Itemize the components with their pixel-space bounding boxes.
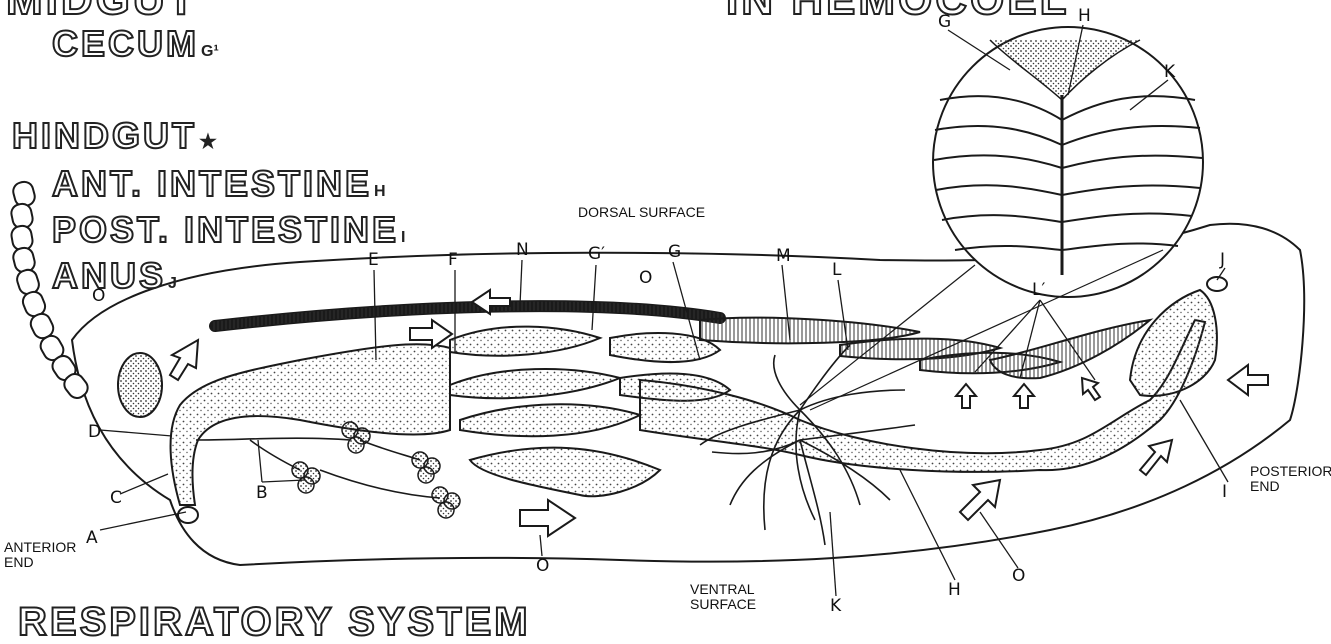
- label-C: C: [110, 490, 122, 507]
- label-O-bottom: O: [536, 558, 549, 575]
- heading-hindgut: HINDGUT★: [12, 118, 217, 154]
- inset-label-G: G: [938, 14, 951, 31]
- label-I: I: [1222, 484, 1227, 501]
- label-G-prime: G′: [588, 246, 605, 263]
- label-N: N: [516, 242, 529, 259]
- label-K: K: [830, 598, 841, 615]
- label-O-left: O: [92, 288, 105, 305]
- inset-label-K: K: [1164, 64, 1175, 81]
- label-B: B: [256, 485, 268, 502]
- heading-in-hemocoel: IN HEMOCOEL: [726, 0, 1069, 22]
- label-L-prime: L′: [1032, 282, 1045, 299]
- heading-midgut: MIDGUT: [6, 0, 198, 22]
- gland-clusters: [292, 422, 460, 518]
- label-O-right: O: [1012, 568, 1025, 585]
- label-L: L: [832, 262, 841, 279]
- label-F: F: [448, 252, 458, 269]
- rectum: [1130, 290, 1217, 396]
- caption-posterior-end: POSTERIOR END: [1250, 464, 1331, 493]
- label-D: D: [88, 424, 101, 441]
- ovarioles: [700, 318, 1150, 379]
- caption-dorsal-surface: DORSAL SURFACE: [578, 205, 705, 220]
- label-M: M: [776, 248, 791, 265]
- label-E: E: [368, 252, 379, 269]
- caption-ventral-surface: VENTRAL SURFACE: [690, 582, 756, 611]
- insect-anatomy-drawing: [0, 0, 1331, 624]
- inset-label-H: H: [1078, 8, 1091, 25]
- label-J: J: [1220, 252, 1225, 269]
- label-A: A: [86, 530, 98, 547]
- label-G: G: [668, 244, 681, 261]
- heading-respiratory-system: RESPIRATORY SYSTEM: [18, 602, 531, 642]
- label-H: H: [948, 582, 961, 599]
- eye: [118, 353, 162, 417]
- label-O-top: O: [639, 270, 652, 287]
- caption-anterior-end: ANTERIOR END: [4, 540, 76, 569]
